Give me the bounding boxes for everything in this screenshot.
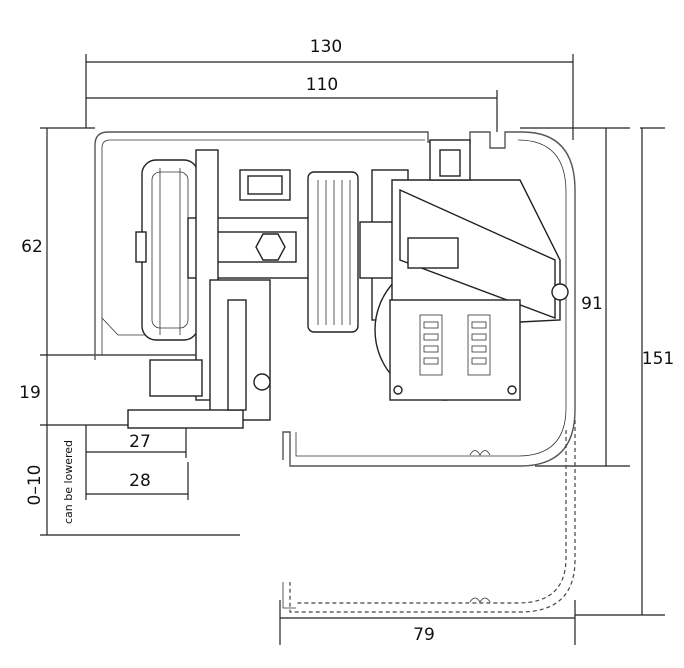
dim-151: 151 <box>575 127 674 616</box>
dim-110: 110 <box>86 75 498 132</box>
bottom-carriage <box>127 279 271 429</box>
motor-unit <box>359 139 569 401</box>
dim-label-27: 27 <box>129 432 151 452</box>
dim-label-0-10: 0–10 <box>25 465 45 506</box>
dim-28: 28 <box>86 462 189 500</box>
dim-note-lowered: can be lowered <box>62 440 75 524</box>
dim-label-151: 151 <box>642 349 674 369</box>
dim-label-79: 79 <box>413 625 435 645</box>
housing-profile <box>94 131 576 613</box>
dim-62: 62 <box>21 127 95 355</box>
dim-19: 19 <box>19 354 200 426</box>
dim-label-130: 130 <box>310 37 342 57</box>
dim-130: 130 <box>85 37 574 140</box>
dim-label-110: 110 <box>306 75 338 95</box>
dim-label-19: 19 <box>19 383 41 403</box>
dim-91: 91 <box>520 127 630 467</box>
gear-disc <box>307 171 359 333</box>
dim-0-10: 0–10 can be lowered <box>25 425 240 536</box>
dim-79: 79 <box>279 600 576 645</box>
dim-label-28: 28 <box>129 471 151 491</box>
dim-label-62: 62 <box>21 237 43 257</box>
dim-label-91: 91 <box>581 294 603 314</box>
dim-27: 27 <box>85 425 187 500</box>
